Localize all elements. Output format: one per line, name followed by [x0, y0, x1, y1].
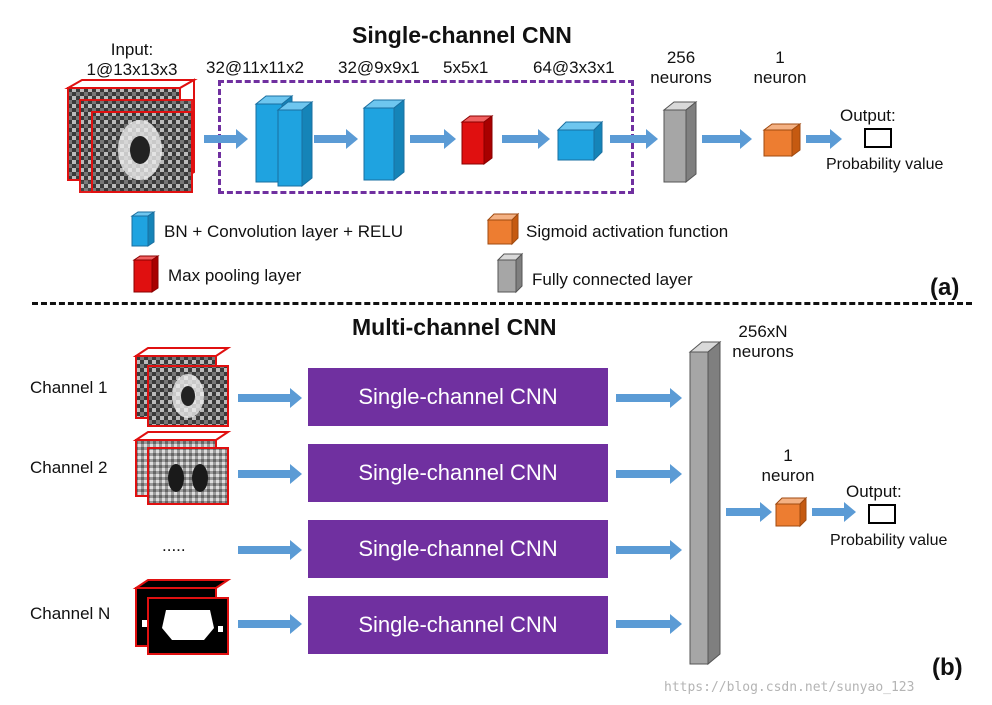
conv-layer-3	[556, 120, 604, 162]
fc-layer-b	[688, 340, 722, 666]
channel-2-image	[132, 431, 232, 505]
legend-pool-icon	[132, 255, 160, 293]
channel-1-label: Channel 1	[30, 378, 108, 397]
panel-b-tag: (b)	[932, 654, 963, 681]
prob-label-b: Probability value	[830, 532, 948, 549]
fc-label-b-line1: 256xN	[738, 322, 788, 341]
neuron-label-b-line2: neuron	[761, 466, 815, 485]
conv-layer-1	[254, 94, 314, 188]
single-cnn-box-2-label: Single-channel CNN	[358, 460, 558, 485]
channel-ellipsis: .....	[162, 536, 186, 555]
single-cnn-box-1: Single-channel CNN	[308, 368, 608, 426]
layer-label-3: 5x5x1	[443, 58, 489, 77]
panel-a-tag: (a)	[930, 274, 960, 301]
single-cnn-box-1-label: Single-channel CNN	[358, 384, 558, 409]
panel-a-title: Single-channel CNN	[352, 22, 572, 48]
neuron-label-a: 1 neuron	[740, 48, 820, 88]
arrows-panel-b	[238, 388, 856, 634]
channel-n-image	[132, 579, 232, 655]
legend-fc-label: Fully connected layer	[532, 270, 693, 289]
neuron-label-a-line1: 1	[775, 48, 785, 67]
output-box-a	[864, 128, 892, 148]
input-image-stack	[64, 78, 198, 193]
layer-label-2: 32@9x9x1	[338, 58, 420, 77]
fc-label-b: 256xN neurons	[718, 322, 808, 362]
panel-divider	[32, 302, 972, 305]
sigmoid-neuron-b	[774, 496, 808, 528]
output-label-a: Output:	[840, 106, 896, 125]
input-label-line2: 1@13x13x3	[86, 60, 178, 79]
legend-sigmoid-label: Sigmoid activation function	[526, 222, 729, 241]
single-cnn-box-4-label: Single-channel CNN	[358, 612, 558, 637]
legend-sigmoid-icon	[486, 212, 520, 246]
prob-label-a: Probability value	[826, 156, 944, 173]
legend-pool-label: Max pooling layer	[168, 266, 302, 285]
arrows-panel-a	[204, 129, 842, 149]
single-cnn-box-3: Single-channel CNN	[308, 520, 608, 578]
legend-conv-icon	[130, 211, 156, 247]
input-label-line1: Input:	[110, 40, 154, 59]
fc-label-a-line2: neurons	[650, 68, 712, 87]
panel-b-title: Multi-channel CNN	[352, 314, 557, 340]
fc-layer-a	[662, 100, 698, 184]
output-box-b	[868, 504, 896, 524]
sigmoid-neuron-a	[762, 123, 802, 157]
pool-layer	[460, 115, 494, 165]
watermark: https://blog.csdn.net/sunyao_123	[664, 680, 915, 695]
single-cnn-box-3-label: Single-channel CNN	[358, 536, 558, 561]
input-label: Input: 1@13x13x3	[62, 40, 202, 80]
single-cnn-box-4: Single-channel CNN	[308, 596, 608, 654]
legend-conv-label: BN + Convolution layer + RELU	[164, 222, 404, 241]
fc-label-a-line1: 256	[666, 48, 696, 67]
single-cnn-box-2: Single-channel CNN	[308, 444, 608, 502]
conv-layer-2	[362, 98, 406, 182]
fc-label-a: 256 neurons	[636, 48, 726, 88]
layer-label-1: 32@11x11x2	[206, 58, 304, 77]
channel-2-label: Channel 2	[30, 458, 108, 477]
neuron-label-a-line2: neuron	[753, 68, 807, 87]
fc-label-b-line2: neurons	[732, 342, 794, 361]
layer-label-4: 64@3x3x1	[533, 58, 615, 77]
output-label-b: Output:	[846, 482, 902, 501]
neuron-label-b-line1: 1	[783, 446, 793, 465]
channel-1-image	[132, 347, 232, 427]
neuron-label-b: 1 neuron	[748, 446, 828, 486]
legend-fc-icon	[496, 252, 524, 294]
channel-n-label: Channel N	[30, 604, 111, 623]
